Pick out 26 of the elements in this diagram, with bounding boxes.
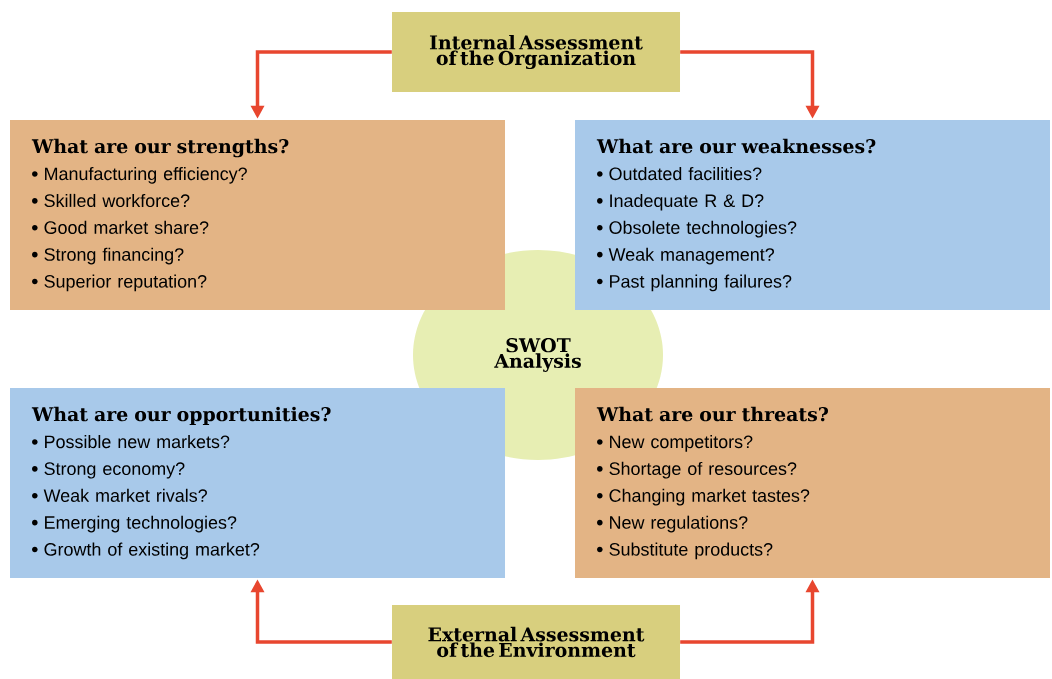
list-item: Possible new markets? xyxy=(32,435,230,449)
list-item: Emerging technologies? xyxy=(32,515,237,533)
list-item: Good market share? xyxy=(32,220,209,234)
swot-box xyxy=(10,120,505,310)
list-item: Growth of existing market? xyxy=(32,542,260,560)
swot-box xyxy=(575,120,1050,310)
list-item: Manufacturing efficiency? xyxy=(32,167,247,184)
list-item: Weak market rivals? xyxy=(32,488,207,502)
list-item: New regulations? xyxy=(597,515,748,533)
list-item: Outdated facilities? xyxy=(597,167,762,181)
list-item: Strong economy? xyxy=(32,462,185,479)
list-item: Changing market tastes? xyxy=(597,488,810,506)
assessment-box: External Assessment of the Environment xyxy=(392,605,680,679)
list-item: Obsolete technologies? xyxy=(597,220,797,238)
box-heading: What are our weaknesses? xyxy=(596,138,876,154)
swot-box xyxy=(575,388,1050,578)
list-item: Skilled workforce? xyxy=(32,193,190,208)
swot-box xyxy=(10,388,505,578)
list-item: Substitute products? xyxy=(597,542,773,560)
list-item: Superior reputation? xyxy=(32,274,207,292)
list-item: Shortage of resources? xyxy=(597,461,797,479)
box-heading: What are our opportunities? xyxy=(31,406,331,425)
list-item: Strong financing? xyxy=(32,247,184,265)
list-item: Inadequate R & D? xyxy=(597,193,764,211)
assessment-box: Internal Assessment of the Organization xyxy=(392,12,680,92)
box-heading: What are our strengths? xyxy=(31,138,289,158)
